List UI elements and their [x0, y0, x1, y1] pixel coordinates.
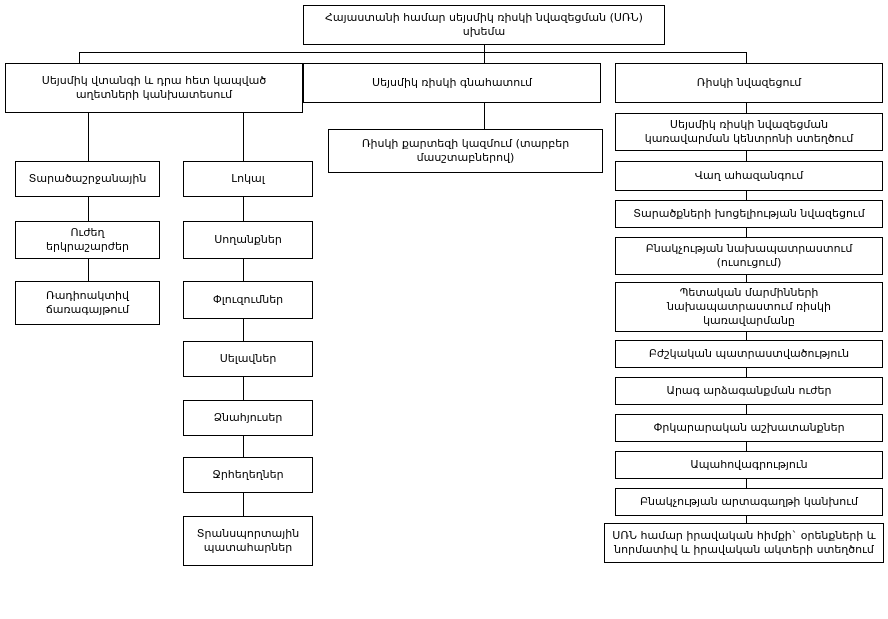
left-local-item-1: Սողանքներ	[183, 221, 313, 259]
left-branch-header: Սեյսմիկ վտանգի և դրա հետ կապված աղետների…	[5, 63, 303, 113]
connector-right-5-6	[746, 368, 747, 377]
right-item-3: Բնակչության նախապատրաստում (ուսուցում)	[615, 237, 883, 275]
middle-item-0: Ռիսկի քարտեզի կազմում (տարբեր մասշտաբներ…	[328, 129, 603, 173]
left-local-item-3: Սելավներ	[183, 341, 313, 377]
connector-right-2-3	[746, 228, 747, 237]
connector-left-to-local	[243, 113, 244, 161]
right-item-5: Բժշկական պատրաստվածություն	[615, 340, 883, 368]
right-item-1: Վաղ ահազանգում	[615, 161, 883, 191]
connector-right-4-5	[746, 332, 747, 340]
left-local-item-0: Լոկալ	[183, 161, 313, 197]
connector-main-bus	[79, 52, 746, 53]
connector-regional-1-2	[88, 259, 89, 281]
connector-local-4-5	[243, 436, 244, 457]
right-item-7: Փրկարարական աշխատանքներ	[615, 414, 883, 442]
connector-bus-to-left	[79, 52, 80, 63]
left-local-item-6: Տրանսպորտային պատահարներ	[183, 516, 313, 566]
right-item-2: Տարածքների խոցելիության նվազեցում	[615, 200, 883, 228]
connector-bus-to-middle	[484, 52, 485, 63]
left-regional-item-0: Տարածաշրջանային	[15, 161, 160, 197]
connector-right-1-2	[746, 191, 747, 200]
right-item-8: Ապահովագրություն	[615, 451, 883, 479]
connector-left-to-regional	[88, 113, 89, 161]
connector-local-2-3	[243, 319, 244, 341]
left-local-item-4: Ձնահյուսեր	[183, 400, 313, 436]
connector-right-7-8	[746, 442, 747, 451]
connector-right-8-9	[746, 479, 747, 488]
left-local-item-2: Փլուզումներ	[183, 281, 313, 319]
connector-local-0-1	[243, 197, 244, 221]
right-branch-header: Ռիսկի նվազեցում	[615, 63, 883, 103]
right-item-4: Պետական մարմինների նախապատրաստում ռիսկի …	[615, 282, 883, 332]
connector-regional-0-1	[88, 197, 89, 221]
connector-local-1-2	[243, 259, 244, 281]
right-item-6: Արագ արձագանքման ուժեր	[615, 377, 883, 405]
connector-middle-0	[484, 103, 485, 129]
connector-right-9-10	[746, 516, 747, 523]
connector-local-5-6	[243, 493, 244, 516]
connector-right-6-7	[746, 405, 747, 414]
connector-right-0-1	[746, 151, 747, 161]
middle-branch-header: Սեյսմիկ ռիսկի գնահատում	[303, 63, 601, 103]
left-regional-item-1: Ուժեղ երկրաշարժեր	[15, 221, 160, 259]
left-regional-item-2: Ռադիոակտիվ ճառագայթում	[15, 281, 160, 325]
title-box: Հայաստանի համար սեյսմիկ ռիսկի նվազեցման …	[303, 5, 665, 45]
connector-title-trunk	[484, 45, 485, 53]
left-local-item-5: Ջրհեղեղներ	[183, 457, 313, 493]
connector-right-header-0	[746, 103, 747, 113]
connector-local-3-4	[243, 377, 244, 400]
right-item-9: Բնակչության արտագաղթի կանխում	[615, 488, 883, 516]
connector-bus-to-right	[746, 52, 747, 63]
connector-right-3-4	[746, 275, 747, 282]
right-item-10: ՍՌՆ համար իրավական հիմքի` օրենքների և նո…	[604, 523, 884, 563]
right-item-0: Սեյսմիկ ռիսկի նվազեցման կառավարման կենտր…	[615, 113, 883, 151]
